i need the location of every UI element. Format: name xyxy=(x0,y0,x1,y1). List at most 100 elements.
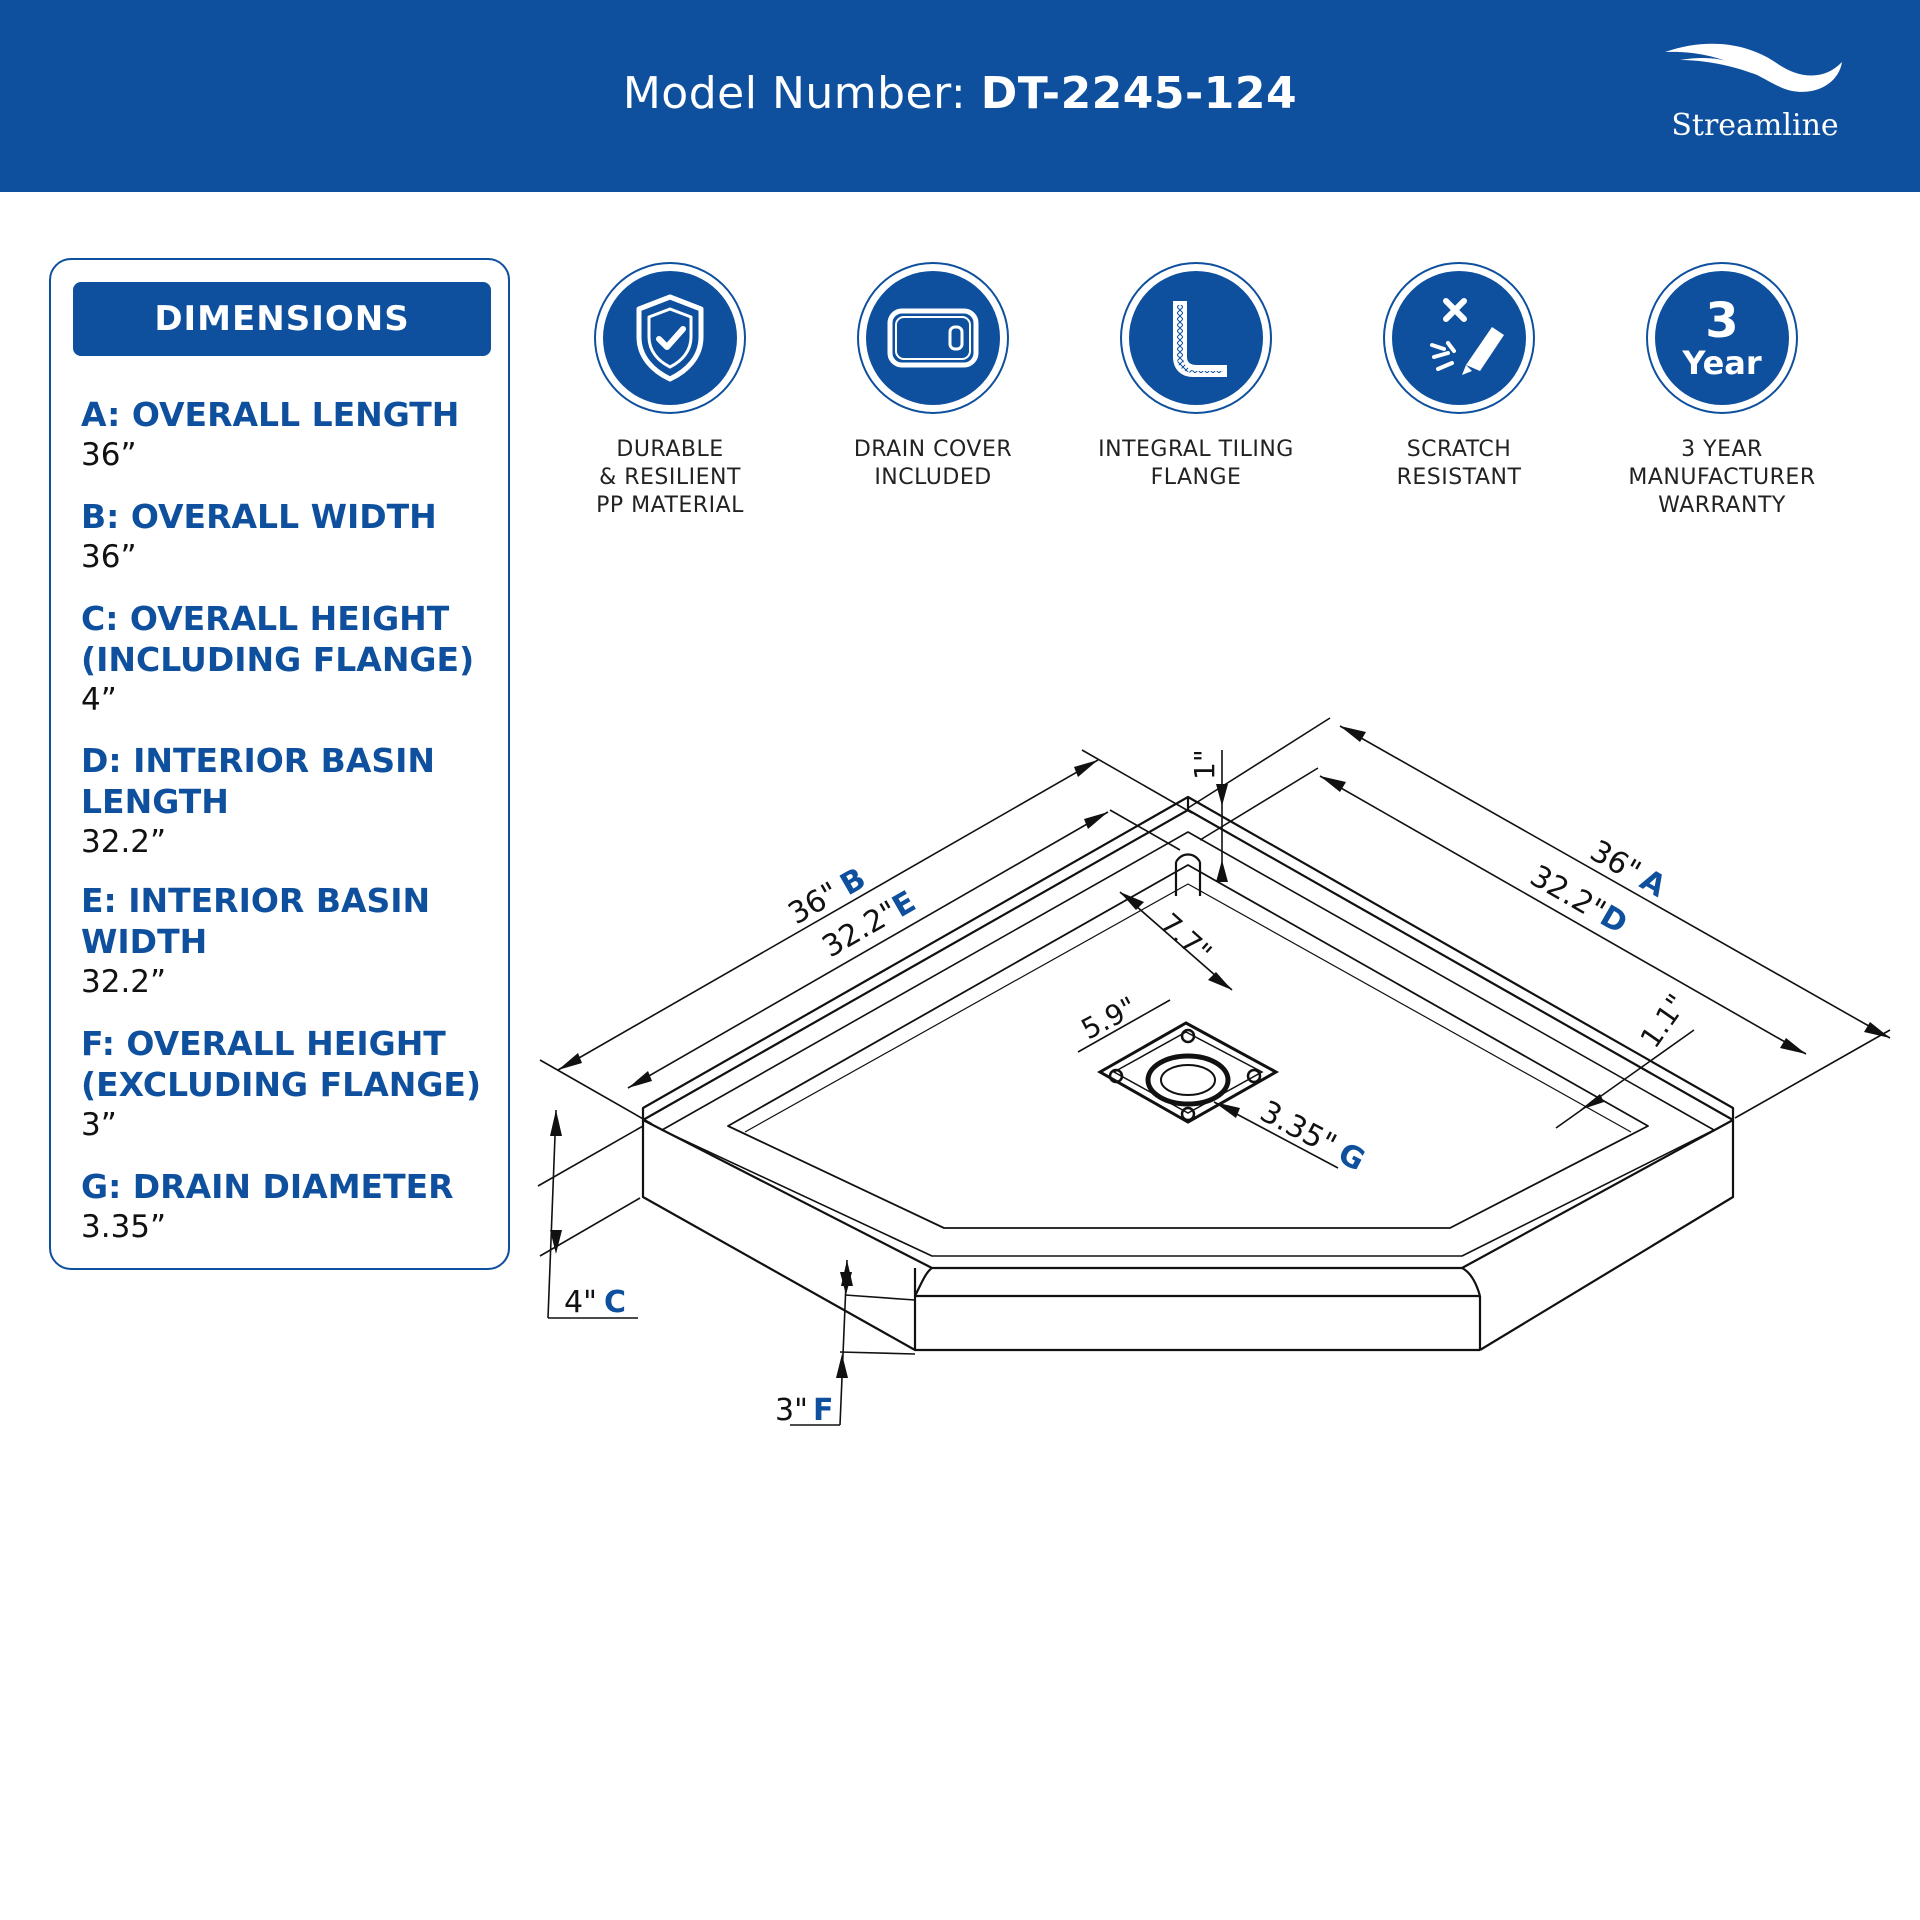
arrow-head xyxy=(1320,776,1346,792)
arrow-head xyxy=(840,1272,852,1295)
tray-top-outline xyxy=(641,808,1735,1270)
dim-ext xyxy=(839,1351,916,1355)
warranty-unit: Year xyxy=(1681,344,1762,382)
arrow-head xyxy=(550,1110,562,1136)
tray-front-center-face xyxy=(915,1294,1480,1352)
dim-line-drain-offset xyxy=(1119,891,1233,991)
dim-label-f-value: 3" xyxy=(775,1393,808,1428)
dimension-g: G: DRAIN DIAMETER 3.35” xyxy=(81,1166,501,1247)
dimension-value: 3.35” xyxy=(81,1209,167,1245)
drain-assembly xyxy=(1096,1021,1280,1124)
model-label: Model Number: xyxy=(622,68,981,119)
warranty-number: 3 xyxy=(1705,293,1738,349)
feature-badge xyxy=(1383,262,1535,414)
scratch-resistant-icon xyxy=(1430,298,1504,375)
dim-label-a-value: 36" xyxy=(1584,834,1647,890)
feature-caption: INTEGRAL TILING FLANGE xyxy=(1098,437,1294,490)
dimension-label: E: INTERIOR BASIN WIDTH xyxy=(81,881,431,961)
tray-flange-back-left xyxy=(641,795,1190,1120)
dim-label-f-letter: F xyxy=(813,1393,834,1428)
feature-scratch-resistant: SCRATCH RESISTANT xyxy=(1328,262,1590,492)
dimensions-panel: DIMENSIONS A: OVERALL LENGTH 36” B: OVER… xyxy=(49,258,510,1270)
feature-caption: SCRATCH RESISTANT xyxy=(1396,437,1522,490)
feature-warranty: 3 Year 3 YEAR MANUFACTURER WARRANTY xyxy=(1591,262,1853,520)
tray-corner-notch xyxy=(1174,853,1202,896)
dim-ext xyxy=(1734,1029,1891,1119)
feature-tiling-flange: INTEGRAL TILING FLANGE xyxy=(1065,262,1327,492)
model-number-title: Model Number: DT-2245-124 xyxy=(0,68,1920,119)
feature-caption: DRAIN COVER INCLUDED xyxy=(853,437,1013,490)
brand-name: Streamline xyxy=(1671,108,1839,143)
feature-badge: 3 Year xyxy=(1646,262,1798,414)
drain-bolt xyxy=(1108,1068,1124,1084)
dimension-d: D: INTERIOR BASIN LENGTH 32.2” xyxy=(81,740,501,862)
warranty-3-year-icon: 3 Year xyxy=(1681,293,1762,382)
dimension-label: C: OVERALL HEIGHT (INCLUDING FLANGE) xyxy=(81,599,475,679)
arrow-head xyxy=(1864,1022,1890,1038)
dimension-label: B: OVERALL WIDTH xyxy=(81,497,437,536)
feature-caption: DURABLE & RESILIENT PP MATERIAL xyxy=(596,437,744,518)
brand-logo: Streamline xyxy=(1660,40,1850,160)
dim-label-flange: 1" xyxy=(1188,749,1221,780)
shield-check-icon xyxy=(636,294,704,382)
arrow-head xyxy=(1214,1102,1240,1118)
arrow-head xyxy=(1340,726,1366,742)
tray-rim-inner xyxy=(661,831,1715,1257)
drain-bolt xyxy=(1180,1028,1196,1044)
dimension-value: 36” xyxy=(81,437,137,473)
dimension-c: C: OVERALL HEIGHT (INCLUDING FLANGE) 4” xyxy=(81,598,501,720)
tray-front-right-face xyxy=(1478,1120,1735,1351)
wave-logo-icon xyxy=(1665,43,1842,92)
dim-ext xyxy=(1187,717,1331,809)
dimension-a: A: OVERALL LENGTH 36” xyxy=(81,394,501,475)
arrow-head xyxy=(1216,860,1228,882)
dim-label-rim: 1.1" xyxy=(1634,988,1694,1054)
arrow-head xyxy=(836,1354,848,1378)
dimension-label: G: DRAIN DIAMETER xyxy=(81,1167,454,1206)
dim-label-drain-offset: 7.7" xyxy=(1153,907,1218,970)
arrow-head xyxy=(550,1230,562,1254)
arrow-head xyxy=(1084,812,1108,829)
dim-label-g-letter: G xyxy=(1332,1136,1370,1178)
tray-basin-inner xyxy=(744,883,1632,1133)
arrow-head xyxy=(1208,972,1232,990)
dim-label-g-value: 3.35" xyxy=(1254,1094,1342,1163)
tray-flange-back-right xyxy=(1187,796,1735,1120)
drain-plate-inner xyxy=(1112,1031,1264,1114)
tray-basin-edge xyxy=(727,864,1649,1229)
dim-label-b-letter: B xyxy=(835,861,872,903)
dim-ext xyxy=(1081,749,1193,814)
feature-drain-cover: DRAIN COVER INCLUDED xyxy=(802,262,1064,492)
dim-line-e xyxy=(627,811,1109,1089)
arrow-head xyxy=(558,1053,582,1070)
drain-bolt xyxy=(1180,1106,1196,1122)
dimension-e: E: INTERIOR BASIN WIDTH 32.2” xyxy=(81,880,501,1002)
dim-line-b xyxy=(557,759,1099,1071)
tray-front-edge xyxy=(914,1267,1482,1297)
feature-caption: 3 YEAR MANUFACTURER WARRANTY xyxy=(1628,437,1816,518)
dim-line-a xyxy=(1339,725,1891,1039)
dim-ext xyxy=(1199,767,1319,841)
dim-label-drain-plate: 5.9" xyxy=(1076,990,1142,1046)
dim-ext xyxy=(537,1125,644,1187)
dimension-label: A: OVERALL LENGTH xyxy=(81,395,460,434)
drain-ring-inner xyxy=(1160,1064,1216,1096)
arrow-head xyxy=(628,1071,652,1088)
dimension-value: 4” xyxy=(81,682,117,718)
feature-badge xyxy=(857,262,1009,414)
dimension-b: B: OVERALL WIDTH 36” xyxy=(81,496,501,577)
arrow-head xyxy=(1120,892,1144,910)
arrow-head xyxy=(1780,1038,1806,1054)
model-number: DT-2245-124 xyxy=(980,68,1298,119)
dimension-label: F: OVERALL HEIGHT (EXCLUDING FLANGE) xyxy=(81,1024,482,1104)
dim-line-d xyxy=(1319,775,1807,1055)
drain-bolt xyxy=(1246,1068,1262,1084)
dim-ext xyxy=(539,1059,653,1125)
feature-badge xyxy=(1120,262,1272,414)
arrow-head xyxy=(1580,1094,1604,1110)
tray-front-left-face xyxy=(641,1120,917,1352)
dimension-value: 36” xyxy=(81,539,137,575)
dim-ext xyxy=(844,1294,916,1301)
tiling-flange-icon xyxy=(1173,301,1227,377)
